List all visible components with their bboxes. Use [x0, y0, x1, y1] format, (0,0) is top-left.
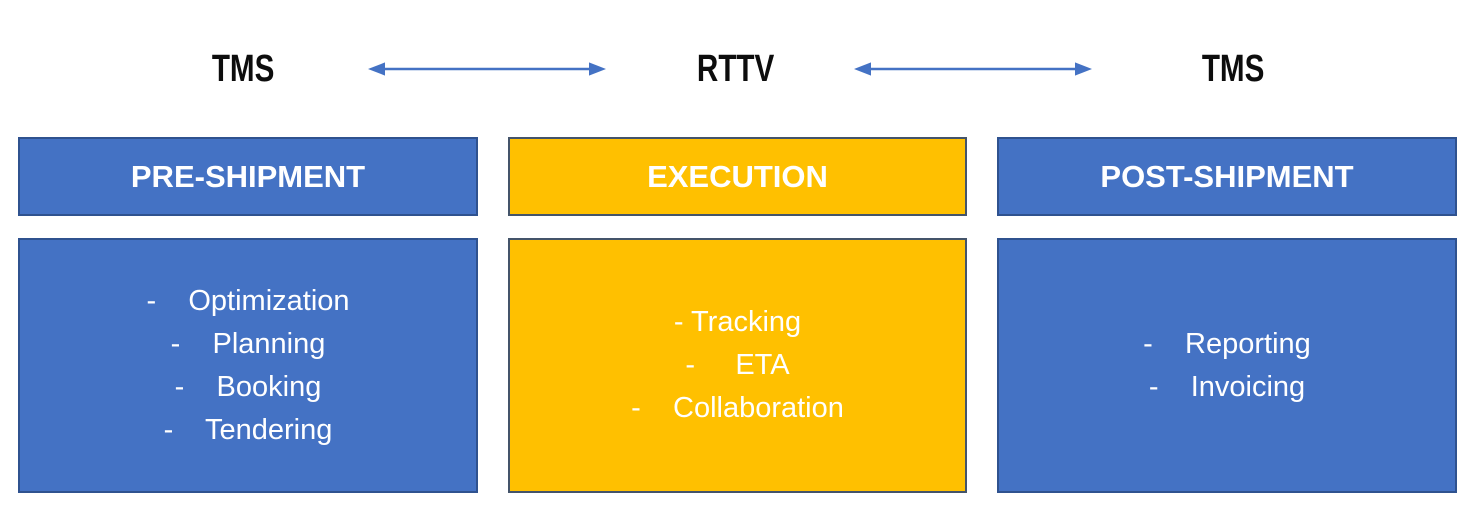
list-item: - Invoicing: [1148, 370, 1306, 403]
list-item: - Planning: [170, 327, 326, 360]
double-arrow-icon: [368, 62, 606, 76]
pre-shipment-header: PRE-SHIPMENT: [18, 137, 478, 216]
list-item: - ETA: [685, 349, 790, 381]
tms-right-label: TMS: [1158, 47, 1308, 91]
pre-shipment-list: - Optimization - Planning - Booking - Te…: [18, 238, 478, 493]
list-item: - Collaboration: [631, 392, 844, 424]
double-arrow-icon: [854, 62, 1092, 76]
post-shipment-header: POST-SHIPMENT: [997, 137, 1457, 216]
rttv-label: RTTV: [661, 47, 811, 91]
tms-right-label-text: TMS: [1201, 47, 1265, 90]
post-shipment-list: - Reporting - Invoicing: [997, 238, 1457, 493]
list-item: - Tracking: [673, 306, 802, 338]
tms-left-label-text: TMS: [211, 47, 275, 90]
execution-header: EXECUTION: [508, 137, 967, 216]
list-item: - Booking: [174, 370, 322, 403]
list-item: - Tendering: [163, 413, 333, 446]
rttv-label-text: RTTV: [697, 47, 775, 90]
execution-list: - Tracking - ETA - Collaboration: [508, 238, 967, 493]
tms-left-label: TMS: [168, 47, 318, 91]
list-item: - Optimization: [146, 284, 350, 317]
list-item: - Reporting: [1143, 327, 1311, 360]
